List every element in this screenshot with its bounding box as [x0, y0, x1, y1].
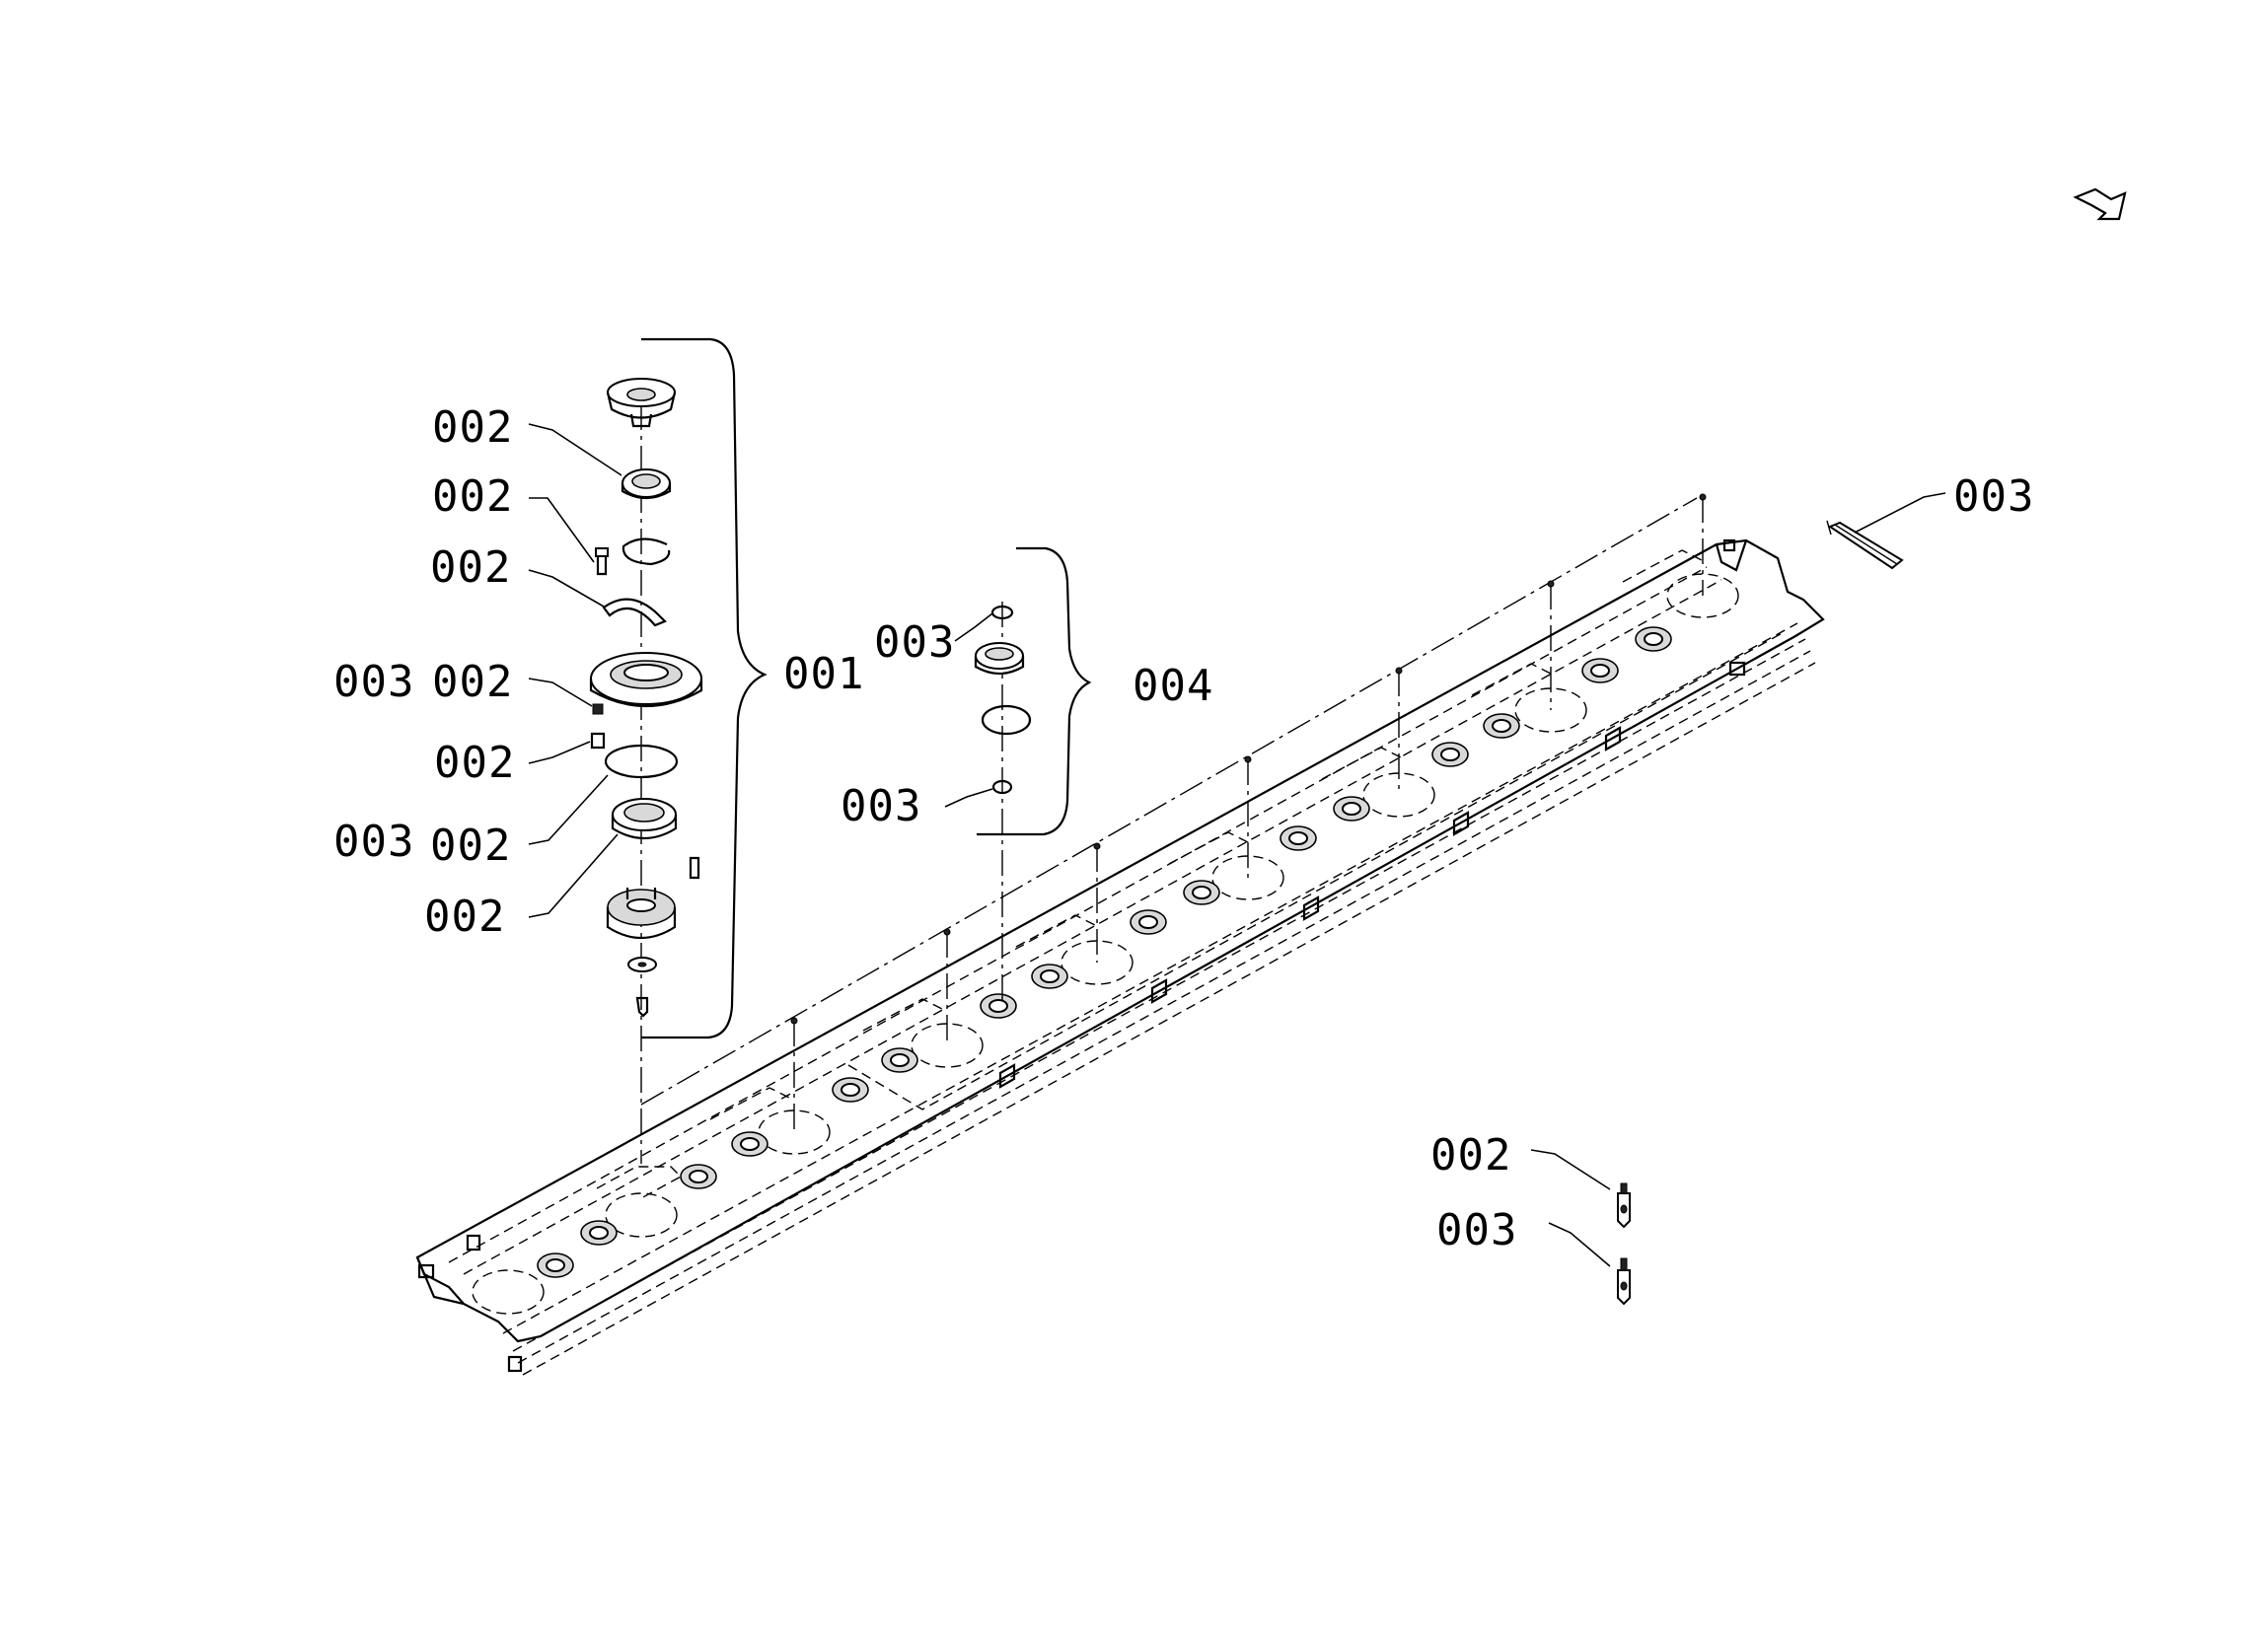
small-o-ring-bottom	[991, 779, 1013, 795]
shaft-pin	[1826, 520, 1904, 570]
mounting-centerlines	[790, 493, 1707, 1132]
gear-hub	[606, 888, 677, 939]
bolt-small	[595, 547, 609, 576]
cutter-bar-pads	[596, 549, 1703, 1199]
cutter-bar-large-openings	[472, 573, 1739, 1315]
medium-o-ring	[981, 704, 1032, 736]
small-o-ring-top	[990, 605, 1014, 620]
label-bolt-bracket: 002	[430, 542, 511, 593]
cutter-bar-frame	[415, 497, 1825, 1376]
assembly-004-stack	[974, 602, 1032, 1006]
large-flange	[589, 652, 703, 708]
label-plug: 002	[434, 738, 515, 788]
label-shaft-pin: 003	[1953, 471, 2034, 522]
grease-nipple	[590, 703, 606, 750]
large-o-ring	[604, 744, 679, 779]
lower-bearing	[611, 798, 678, 839]
label-oring-part: 002	[430, 821, 511, 871]
circlip	[622, 537, 671, 566]
label-grease-part: 002	[432, 657, 513, 707]
label-grease-ref: 003	[333, 657, 414, 707]
bottom-bolt	[635, 996, 649, 1018]
label-tube-002: 002	[1430, 1130, 1511, 1181]
direction-arrow-icon	[2073, 187, 2127, 221]
cutter-bar-gears	[537, 626, 1672, 1278]
label-top-bearing: 002	[432, 402, 513, 453]
label-small-oring-bottom: 003	[841, 781, 921, 831]
label-assembly-001: 001	[783, 649, 864, 699]
key-pin	[689, 856, 700, 880]
leader-lines	[528, 423, 1946, 1267]
brace-004	[977, 546, 1092, 836]
label-oring-ref: 003	[333, 817, 414, 867]
label-tube-003: 003	[1436, 1205, 1517, 1255]
assembly-001-stack	[589, 378, 703, 1164]
label-circlip: 002	[432, 471, 513, 522]
bracket-strip	[602, 598, 667, 627]
callout-labels: 002 002 002 003 002 002 003 002 002 001 …	[333, 402, 2034, 1255]
seal-bearing	[974, 642, 1025, 676]
grease-tube-003	[1617, 1257, 1631, 1306]
washer	[627, 957, 657, 972]
grease-tube-002	[1617, 1182, 1631, 1229]
brace-001	[641, 337, 768, 1039]
label-small-oring-top: 003	[874, 617, 955, 668]
label-assembly-004: 004	[1133, 661, 1213, 711]
label-lower-bearing: 002	[424, 892, 505, 942]
bearing-housing-top	[606, 378, 677, 428]
top-bearing	[621, 468, 672, 500]
